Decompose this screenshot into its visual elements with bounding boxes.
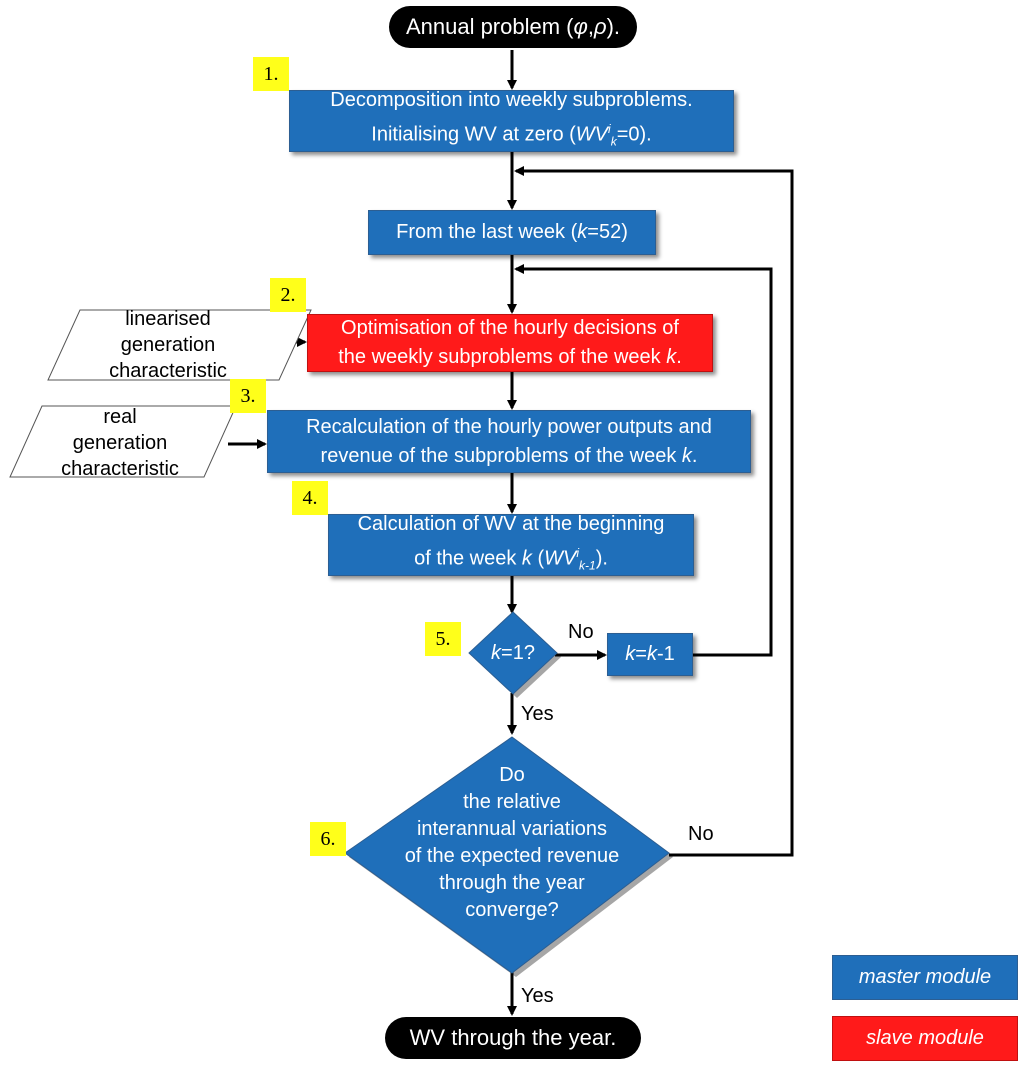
decision2-line5: through the year <box>439 872 585 894</box>
decrement-k2: k <box>646 643 657 665</box>
wv-sup: i <box>608 121 611 136</box>
step1-line1: Decomposition into weekly subproblems. <box>330 88 693 111</box>
step4-end: ). <box>595 547 608 570</box>
step1-decomposition-box: Decomposition into weekly subproblems. I… <box>289 89 734 152</box>
decision1-diamond <box>468 611 558 695</box>
input1-shape <box>47 309 312 381</box>
input2-line2: generation <box>72 432 168 454</box>
step4-sub: k-1 <box>579 558 596 573</box>
start-end: ). <box>606 14 621 39</box>
last-week-text-b: =52) <box>587 221 628 243</box>
input1-line3: characteristic <box>109 360 227 382</box>
step4-line1: Calculation of WV at the beginning <box>357 512 665 535</box>
start-label: Annual problem ( <box>405 14 574 39</box>
step2-dot: . <box>676 346 682 368</box>
step3-line2a: revenue of the subproblems of the week <box>320 444 682 467</box>
last-week-text: From the last week (k=52) <box>396 218 628 247</box>
step4-k: k <box>521 547 532 570</box>
input1-line1: linearised <box>125 308 211 330</box>
decision2-text: Do the relative interannual variations o… <box>387 762 637 924</box>
step-number-2: 2. <box>270 278 306 312</box>
legend-master-module: master module <box>832 955 1018 1000</box>
loop-outer <box>514 166 794 857</box>
input1-text: linearised generation characteristic <box>88 306 248 384</box>
step1-line2a: Initialising WV at zero ( <box>371 123 576 146</box>
decrement-text: k=k-1 <box>625 640 674 669</box>
step2-line2: the weekly subproblems of the week k. <box>338 343 682 372</box>
step3-dot: . <box>691 444 698 467</box>
input2-shape <box>9 405 237 478</box>
end-label: WV through the year. <box>409 1025 617 1050</box>
decrement-eq: = <box>635 643 647 665</box>
decrement-rest: -1 <box>656 643 675 665</box>
decision2-diamond <box>344 736 670 974</box>
step2-line2a: the weekly subproblems of the week <box>338 346 667 368</box>
end-terminator: WV through the year. <box>385 1017 641 1059</box>
step1-line2b: =0). <box>616 123 652 146</box>
step4-line2a: of the week <box>414 547 522 570</box>
decrement-box: k=k-1 <box>607 633 693 676</box>
start-terminator: Annual problem (φ,ρ). <box>389 6 637 48</box>
step-number-4: 4. <box>292 481 328 515</box>
step4-line2: of the week k (WVik-1). <box>414 539 608 581</box>
step4-wv: WV <box>544 547 577 570</box>
step3-k: k <box>681 444 692 467</box>
input2-line3: characteristic <box>61 458 179 480</box>
comma: , <box>587 14 594 39</box>
step4-paren: ( <box>531 547 545 570</box>
decision2-line4: of the expected revenue <box>404 845 620 867</box>
decision1-k: k <box>491 642 502 664</box>
wv-symbol: WV <box>575 123 609 146</box>
decision2-line2: the relative <box>463 791 561 813</box>
decision1-rest: =1? <box>501 642 535 664</box>
input2-text: real generation characteristic <box>40 404 200 482</box>
label-yes-1: Yes <box>521 703 554 725</box>
legend-slave-module: slave module <box>832 1016 1018 1061</box>
step-number-1: 1. <box>253 57 289 91</box>
label-no-2: No <box>688 823 714 845</box>
last-week-k: k <box>577 221 588 243</box>
decision2-line6: converge? <box>465 899 559 921</box>
step2-optimisation-box: Optimisation of the hourly decisions of … <box>307 314 713 372</box>
decision2-line3: interannual variations <box>416 818 608 840</box>
input2-line1: real <box>103 406 137 428</box>
phi-symbol: φ <box>573 14 588 39</box>
step-number-6: 6. <box>310 822 346 856</box>
step3-recalculation-box: Recalculation of the hourly power output… <box>267 410 751 473</box>
decision1-text: k=1? <box>469 640 557 667</box>
label-no-1: No <box>568 621 594 643</box>
last-week-text-a: From the last week ( <box>396 221 578 243</box>
step-number-3: 3. <box>230 379 266 413</box>
loop-inner <box>514 264 773 657</box>
decision2-line1: Do <box>499 764 525 786</box>
decrement-k1: k <box>625 643 636 665</box>
rho-symbol: ρ <box>593 14 607 39</box>
last-week-box: From the last week (k=52) <box>368 210 656 255</box>
step4-sup: i <box>576 545 580 560</box>
step-number-5: 5. <box>425 622 461 656</box>
step3-line1: Recalculation of the hourly power output… <box>306 415 712 438</box>
wv-sub: k <box>610 134 617 149</box>
step1-line2: Initialising WV at zero (WVik=0). <box>371 115 651 157</box>
step2-line1: Optimisation of the hourly decisions of <box>341 317 679 339</box>
step4-calculation-box: Calculation of WV at the beginning of th… <box>328 513 694 576</box>
label-yes-2: Yes <box>521 985 554 1007</box>
input1-line2: generation <box>120 334 216 356</box>
step2-k: k <box>666 346 677 368</box>
step3-line2: revenue of the subproblems of the week k… <box>321 442 698 471</box>
